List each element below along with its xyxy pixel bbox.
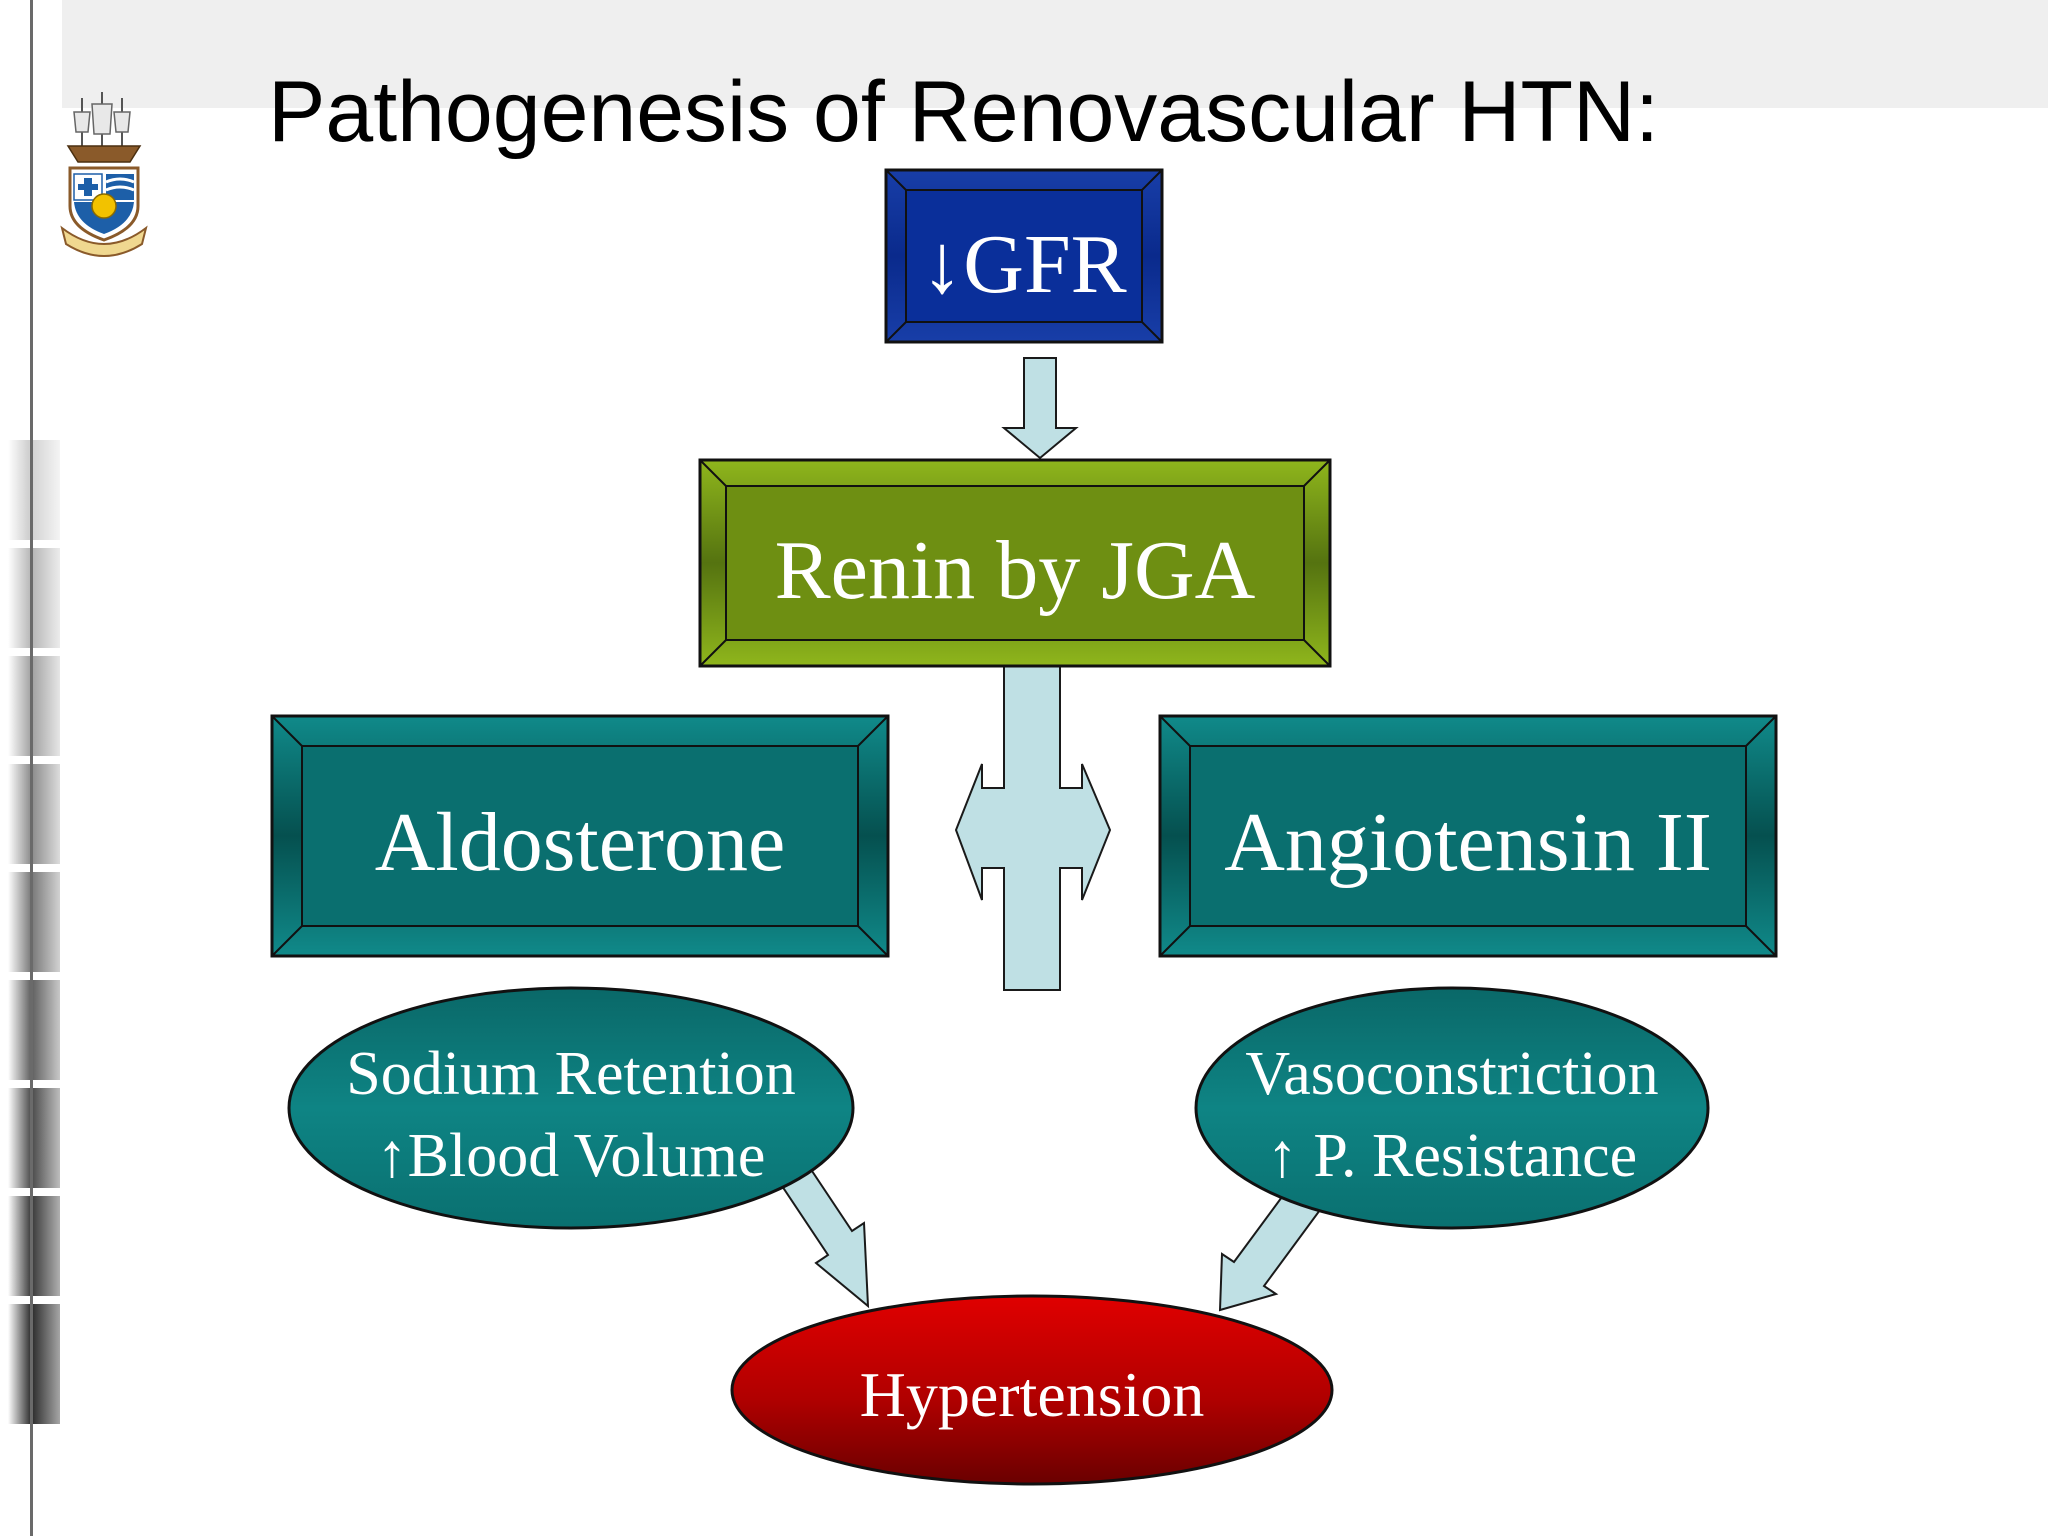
arrow-gfr-to-renin: [1001, 357, 1079, 460]
node-renin: Renin by JGA: [698, 458, 1332, 668]
slide-title: Pathogenesis of Renovascular HTN:: [268, 64, 1660, 160]
node-aldosterone-label: Aldosterone: [375, 796, 786, 889]
node-angiotensin: Angiotensin II: [1158, 714, 1778, 958]
node-sodium: Sodium Retention ↑Blood Volume: [287, 986, 855, 1230]
strip-bar: [8, 656, 60, 756]
title-band: [0, 0, 2048, 108]
strip-bar: [8, 980, 60, 1080]
university-crest-logo: [60, 92, 148, 257]
arrow-renin-to-aldosterone-and-angiotensin: [954, 665, 1112, 991]
node-aldosterone: Aldosterone: [270, 714, 890, 958]
strip-bar: [8, 440, 60, 540]
node-angiotensin-label: Angiotensin II: [1224, 796, 1712, 889]
node-vaso-line1: Vasoconstriction: [1245, 1040, 1658, 1108]
arrow-sodium-to-hypertension: [770, 1154, 870, 1309]
node-sodium-line2: ↑Blood Volume: [377, 1122, 766, 1190]
strip-bar: [8, 1196, 60, 1296]
strip-bar: [8, 548, 60, 648]
arrow-vaso-to-hypertension: [1218, 1184, 1322, 1312]
node-gfr: ↓GFR: [884, 168, 1164, 344]
node-sodium-line1: Sodium Retention: [346, 1040, 796, 1108]
node-gfr-label: ↓GFR: [921, 218, 1126, 311]
strip-bar: [8, 872, 60, 972]
node-vaso-line2: ↑ P. Resistance: [1267, 1122, 1637, 1190]
node-hypertension-label: Hypertension: [860, 1359, 1205, 1430]
left-vertical-rule: [30, 0, 33, 1536]
strip-bar: [8, 764, 60, 864]
node-renin-label: Renin by JGA: [775, 524, 1256, 617]
strip-bar: [8, 1304, 60, 1424]
strip-bar: [8, 1088, 60, 1188]
node-hypertension: Hypertension: [730, 1294, 1334, 1486]
node-vaso: Vasoconstriction ↑ P. Resistance: [1194, 986, 1710, 1230]
